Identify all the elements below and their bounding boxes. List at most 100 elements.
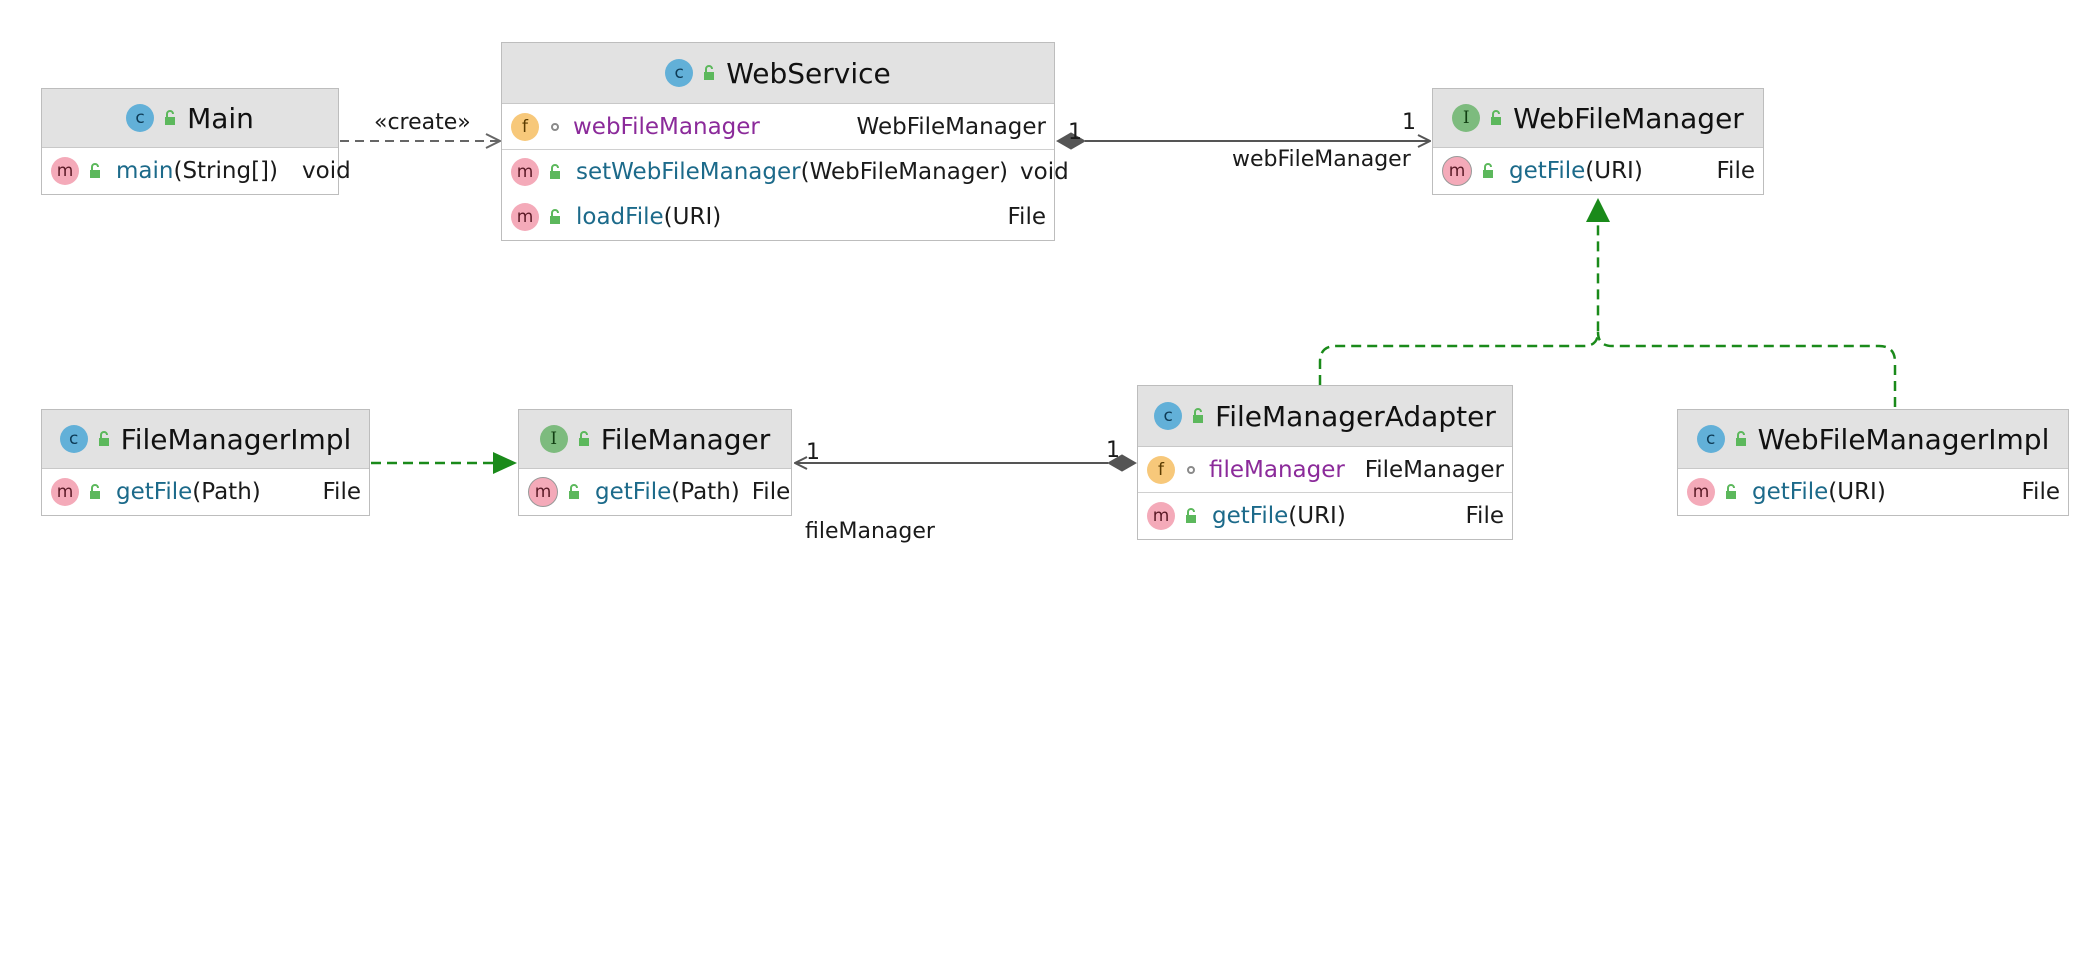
composition-diamond xyxy=(1106,454,1138,472)
lock-icon xyxy=(1724,484,1738,500)
method-name: getFile xyxy=(1752,479,1829,505)
lock-icon xyxy=(88,163,102,179)
interface-node-webfilemanager[interactable]: I WebFileManager m getFile (URI) File xyxy=(1432,88,1764,195)
class-node-webservice[interactable]: c WebService f webFileManager WebFileMan… xyxy=(501,42,1069,241)
method-params: (URI) xyxy=(663,203,722,230)
return-type: File xyxy=(751,479,791,505)
class-header[interactable]: c Main xyxy=(42,89,338,148)
class-icon: c xyxy=(1696,425,1725,453)
method-row[interactable]: m loadFile (URI) File xyxy=(502,194,1054,239)
class-icon: c xyxy=(1154,402,1183,430)
class-header[interactable]: c WebFileManagerImpl xyxy=(1678,410,2068,469)
class-name: FileManagerAdapter xyxy=(1215,399,1496,433)
lock-icon xyxy=(577,431,591,447)
method-name: main xyxy=(116,158,174,184)
lock-icon xyxy=(702,65,716,81)
method-name: loadFile xyxy=(576,203,664,230)
class-node-main[interactable]: c Main m main (String[]) void xyxy=(41,88,351,195)
lock-icon xyxy=(548,208,562,225)
method-name: getFile xyxy=(116,479,193,505)
abstract-method-icon: m xyxy=(1442,156,1472,186)
field-type: WebFileManager xyxy=(856,113,1046,140)
method-params: (Path) xyxy=(671,479,740,505)
method-params: (Path) xyxy=(192,479,261,505)
class-icon: c xyxy=(665,59,694,87)
return-type: void xyxy=(1020,159,1069,185)
return-type: File xyxy=(1716,158,1756,184)
return-type: File xyxy=(1007,203,1047,230)
method-params: (URI) xyxy=(1828,479,1886,505)
method-row[interactable]: m getFile (Path) File xyxy=(519,469,791,515)
adapter-filemanager-composition-edge xyxy=(795,454,1138,472)
return-type: File xyxy=(2021,479,2061,505)
field-row[interactable]: f webFileManager WebFileManager xyxy=(502,104,1054,149)
return-type: File xyxy=(1465,502,1505,529)
target-multiplicity-label: 1 xyxy=(806,440,820,465)
lock-icon xyxy=(548,164,562,180)
method-row[interactable]: m getFile (Path) File xyxy=(42,469,369,515)
lock-icon xyxy=(1191,408,1205,424)
class-icon: c xyxy=(59,425,88,453)
field-name: fileManager xyxy=(1209,456,1345,483)
lock-icon xyxy=(1184,507,1198,524)
lock-icon xyxy=(88,484,102,500)
composition-diamond xyxy=(1055,132,1087,150)
class-icon: c xyxy=(126,104,155,132)
class-node-filemanageradapter[interactable]: c FileManagerAdapter f fileManager FileM… xyxy=(1137,385,1513,540)
role-label-webfilemanager: webFileManager xyxy=(1232,147,1411,172)
method-icon: m xyxy=(511,158,539,186)
role-label-filemanager: fileManager xyxy=(805,519,935,544)
class-node-webfilemanagerimpl[interactable]: c WebFileManagerImpl m getFile (URI) Fil… xyxy=(1677,409,2069,516)
class-header[interactable]: I FileManager xyxy=(519,410,791,469)
impl-filemanager-realization-edge xyxy=(371,452,517,474)
method-name: setWebFileManager xyxy=(576,159,801,185)
realization-arrowhead xyxy=(493,452,517,474)
method-params: (String[]) xyxy=(173,158,279,184)
field-type: FileManager xyxy=(1364,456,1504,483)
method-params: (URI) xyxy=(1585,158,1643,184)
method-icon: m xyxy=(51,478,79,506)
class-name: FileManager xyxy=(600,422,771,456)
method-name: getFile xyxy=(1509,158,1586,184)
field-row[interactable]: f fileManager FileManager xyxy=(1138,447,1512,492)
method-icon: m xyxy=(51,157,79,185)
method-row[interactable]: m setWebFileManager (WebFileManager) voi… xyxy=(502,149,1069,194)
method-icon: m xyxy=(1147,501,1175,530)
class-name: WebService xyxy=(726,56,891,90)
create-stereotype-label: «create» xyxy=(374,110,471,135)
webfilemanager-realization-edges xyxy=(1318,198,1897,407)
method-name: getFile xyxy=(595,479,672,505)
method-row[interactable]: m getFile (URI) File xyxy=(1433,148,1763,194)
webservice-webfilemanager-composition-edge xyxy=(1055,132,1430,150)
field-icon: f xyxy=(1147,455,1175,484)
interface-icon: I xyxy=(539,425,568,453)
interface-icon: I xyxy=(1452,104,1481,132)
class-name: WebFileManager xyxy=(1513,101,1744,135)
target-multiplicity-label: 1 xyxy=(1402,110,1416,135)
package-private-icon xyxy=(1187,465,1195,474)
lock-icon xyxy=(567,484,581,500)
lock-icon xyxy=(97,431,111,447)
method-row[interactable]: m getFile (URI) File xyxy=(1678,469,2068,515)
lock-icon xyxy=(1489,110,1503,126)
return-type: void xyxy=(302,158,351,184)
abstract-method-icon: m xyxy=(528,477,558,507)
method-params: (URI) xyxy=(1288,502,1346,529)
field-icon: f xyxy=(511,112,539,141)
method-row[interactable]: m getFile (URI) File xyxy=(1138,492,1512,538)
class-header[interactable]: I WebFileManager xyxy=(1433,89,1763,148)
method-params: (WebFileManager) xyxy=(800,159,1009,185)
class-header[interactable]: c WebService xyxy=(502,43,1054,104)
method-icon: m xyxy=(511,202,539,231)
class-node-filemanagerimpl[interactable]: c FileManagerImpl m getFile (Path) File xyxy=(41,409,370,516)
method-name: getFile xyxy=(1212,502,1289,529)
method-row[interactable]: m main (String[]) void xyxy=(42,148,351,194)
class-header[interactable]: c FileManagerImpl xyxy=(42,410,369,469)
class-name: Main xyxy=(187,101,254,135)
field-name: webFileManager xyxy=(573,113,760,140)
method-icon: m xyxy=(1687,478,1715,506)
class-header[interactable]: c FileManagerAdapter xyxy=(1138,386,1512,447)
interface-node-filemanager[interactable]: I FileManager m getFile (Path) File xyxy=(518,409,792,516)
source-multiplicity-label: 1 xyxy=(1068,120,1082,145)
